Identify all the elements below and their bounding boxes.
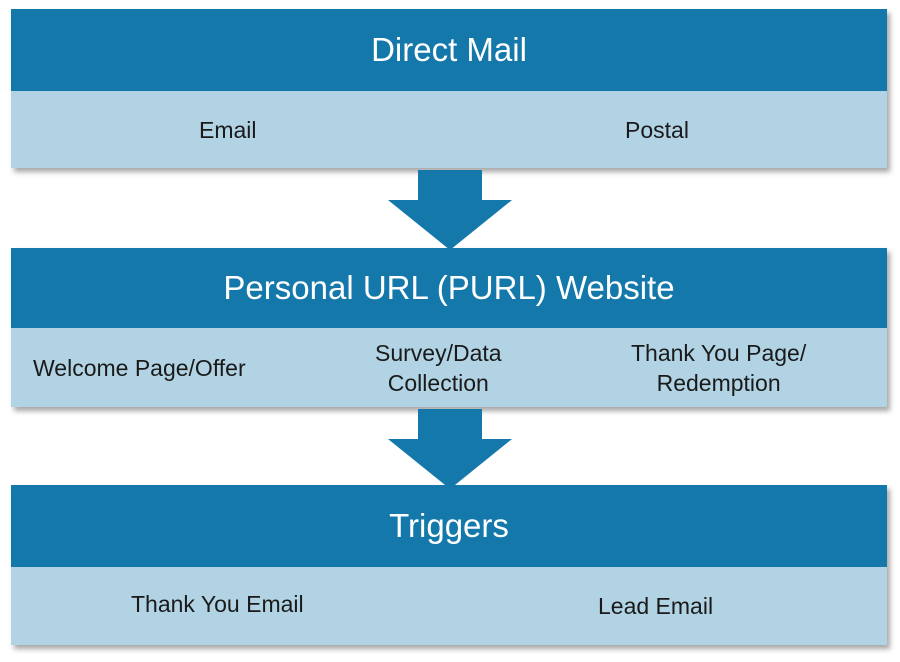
stage-items: Thank You Email Lead Email bbox=[11, 567, 887, 645]
item-welcome-page-offer: Welcome Page/Offer bbox=[33, 355, 246, 381]
stage-title: Personal URL (PURL) Website bbox=[11, 248, 887, 328]
stage-direct-mail: Direct Mail Email Postal bbox=[11, 9, 887, 168]
item-thank-you-page-redemption: Thank You Page/ Redemption bbox=[631, 340, 807, 396]
down-arrow-icon bbox=[388, 170, 512, 250]
down-arrow-icon bbox=[388, 409, 512, 489]
stage-triggers: Triggers Thank You Email Lead Email bbox=[11, 485, 887, 645]
stage-items: Email Postal bbox=[11, 91, 887, 168]
stage-title: Direct Mail bbox=[11, 9, 887, 91]
stage-items: Welcome Page/Offer Survey/Data Collectio… bbox=[11, 328, 887, 407]
item-thank-you-email: Thank You Email bbox=[131, 591, 304, 617]
stage-purl-website: Personal URL (PURL) Website Welcome Page… bbox=[11, 248, 887, 407]
stage-title: Triggers bbox=[11, 485, 887, 567]
item-postal: Postal bbox=[625, 117, 689, 143]
item-lead-email: Lead Email bbox=[598, 593, 714, 619]
item-email: Email bbox=[199, 117, 257, 143]
item-survey-data-collection: Survey/Data Collection bbox=[375, 340, 502, 396]
